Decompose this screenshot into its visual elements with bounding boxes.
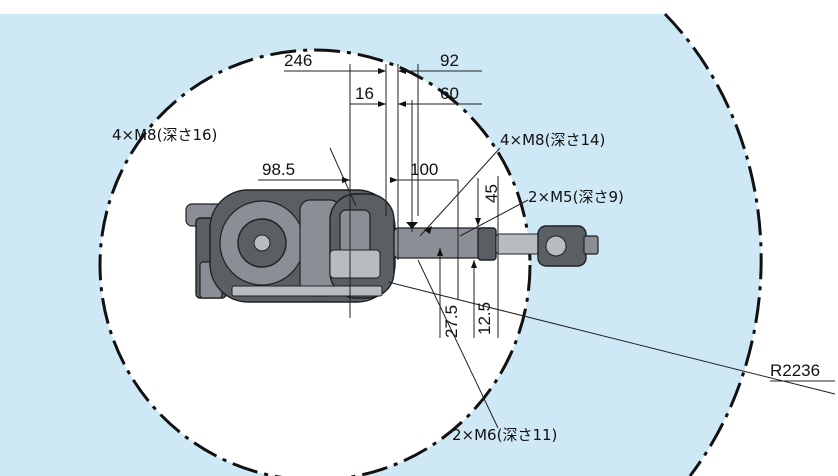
dim-27-5: 27.5 bbox=[442, 305, 461, 338]
dim-12-5: 12.5 bbox=[475, 302, 494, 335]
arrowheads bbox=[342, 68, 481, 268]
callout-side-holes: 2×M5(深さ9) bbox=[528, 188, 624, 206]
dim-radius: R2236 bbox=[770, 361, 820, 380]
dim-100: 100 bbox=[410, 160, 438, 179]
dim-92: 92 bbox=[440, 51, 459, 70]
callout-base-holes: 4×M8(深さ16) bbox=[112, 126, 217, 144]
dim-45: 45 bbox=[482, 184, 501, 203]
robot-top-view bbox=[185, 189, 599, 303]
dimension-lines bbox=[258, 64, 836, 429]
callout-bottom-holes: 2×M6(深さ11) bbox=[452, 426, 557, 444]
callout-top-holes: 4×M8(深さ14) bbox=[500, 131, 605, 149]
dim-98-5: 98.5 bbox=[262, 160, 295, 179]
dim-60: 60 bbox=[440, 84, 459, 103]
dim-16: 16 bbox=[355, 84, 374, 103]
dim-246: 246 bbox=[284, 51, 312, 70]
outer-boundary-arc bbox=[663, 12, 763, 476]
